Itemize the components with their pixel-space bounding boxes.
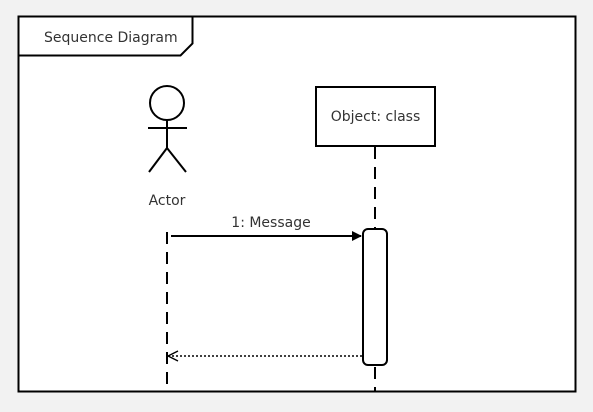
actor-left-leg [148,147,168,173]
frame-border [17,15,577,393]
actor-label: Actor [149,193,186,209]
actor-right-leg [166,147,187,173]
object-label: Object: class [331,109,421,125]
frame-title-tab [18,16,194,57]
message-label: 1: Message [231,215,310,231]
frame-title: Sequence Diagram [44,30,178,46]
actor-figure [148,85,187,173]
object-box [315,86,436,147]
activation-bar [362,228,388,366]
